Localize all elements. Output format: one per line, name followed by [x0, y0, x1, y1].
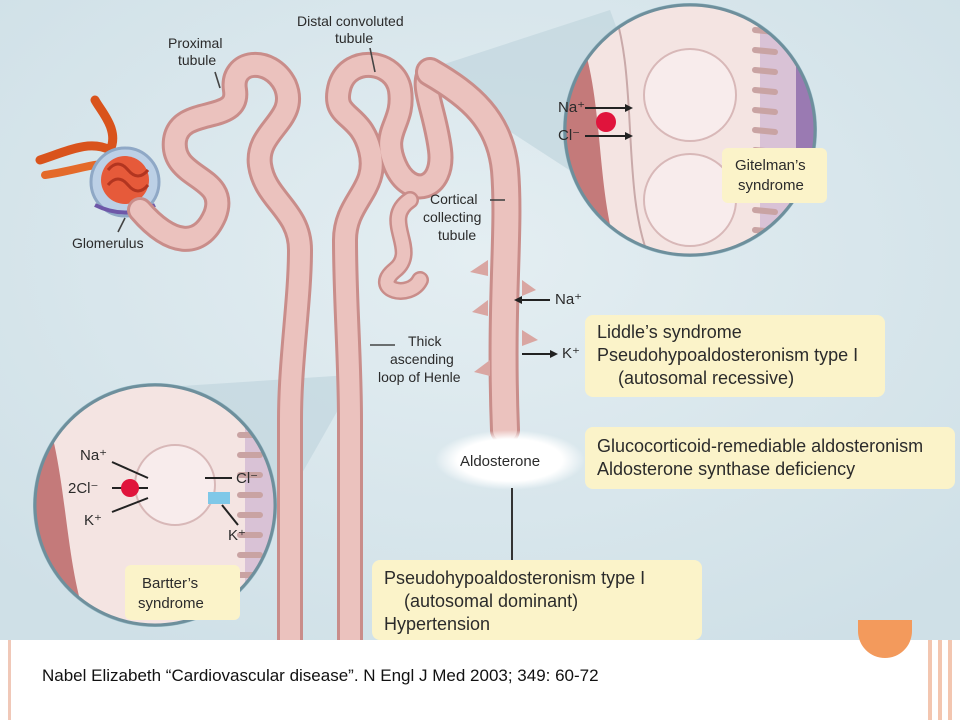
gitelman-label-box	[722, 148, 827, 203]
slide-border-left	[8, 640, 11, 720]
label-leader-lines	[117, 47, 505, 346]
citation-caption: Nabel Elizabeth “Cardiovascular disease”…	[42, 666, 599, 685]
liddle-box	[585, 315, 885, 397]
pseudo-box	[372, 560, 702, 640]
bartter-k-out: K⁺	[228, 527, 246, 544]
bartter-magnifier	[33, 383, 277, 627]
k-arrow-head	[550, 350, 558, 358]
bartter-na: Na⁺	[80, 447, 107, 464]
slide-stripe-2	[938, 640, 942, 720]
proximal-label: Proximal tubule	[168, 35, 226, 68]
bartter-2cl: 2Cl⁻	[68, 480, 98, 497]
slide-accent-dot	[858, 620, 912, 658]
nephron-diagram: Proximal tubule Distal convoluted tubule…	[0, 0, 960, 640]
bartter-label: Bartter’s syndrome	[138, 575, 204, 612]
nkcc2-transporter-icon	[121, 479, 139, 497]
thick-label: Thick ascending loop of Henle	[378, 333, 461, 385]
gitelman-cl: Cl⁻	[558, 127, 580, 144]
cortical-label: Cortical collecting tubule	[423, 191, 485, 243]
collecting-duct-spikes	[470, 260, 538, 376]
bartter-label-box	[125, 565, 240, 620]
slide-stripe-1	[928, 640, 932, 720]
bartter-k: K⁺	[84, 512, 102, 529]
gitelman-magnifier	[563, 3, 827, 257]
na-arrow-head	[514, 296, 522, 304]
distal-label: Distal convoluted tubule	[297, 13, 408, 46]
gluco-text: Glucocorticoid-remediable aldosteronism …	[597, 436, 928, 479]
gitelman-na: Na⁺	[558, 99, 585, 116]
aldosterone-glow	[435, 430, 585, 490]
liddle-text: Liddle’s syndrome Pseudohypoaldosteronis…	[597, 322, 863, 388]
duct-k: K⁺	[562, 345, 580, 362]
bartter-cl-out: Cl⁻	[236, 470, 258, 487]
nephron-tubule	[127, 51, 522, 640]
slide-stripe-3	[948, 640, 952, 720]
ncc-transporter-icon	[596, 112, 616, 132]
glomerulus-label: Glomerulus	[72, 235, 144, 251]
duct-ion-arrows	[522, 299, 550, 355]
gluco-box	[585, 427, 955, 489]
pseudo-text: Pseudohypoaldosteronism type I (autosoma…	[384, 568, 650, 634]
duct-na: Na⁺	[555, 291, 582, 308]
gitelman-label: Gitelman’s syndrome	[735, 157, 810, 194]
romk-channel-icon	[208, 492, 230, 504]
aldosterone-label: Aldosterone	[460, 453, 540, 470]
